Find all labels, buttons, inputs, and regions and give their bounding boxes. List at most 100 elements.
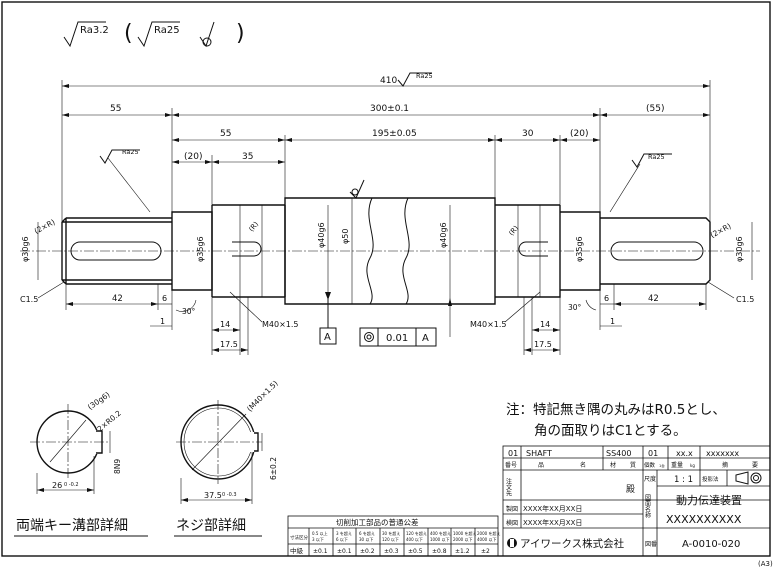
- c15-left: C1.5: [20, 295, 38, 304]
- row1-no: 01: [508, 449, 518, 458]
- hdr-qty: 個数: [644, 461, 656, 469]
- rough-left: Ra25: [122, 148, 139, 156]
- scale-label: 尺度: [644, 475, 656, 483]
- dim-left-35: 35: [242, 152, 253, 162]
- detail-thread-label: ネジ部詳細: [176, 518, 246, 534]
- row1-weight: xx.x: [676, 449, 693, 458]
- hdr-name2: 名: [580, 461, 586, 469]
- tol-range: 3 を超え: [336, 530, 352, 536]
- hdr-weight: 重量: [671, 461, 683, 469]
- tol-range: 2000 以下: [453, 537, 472, 542]
- tol-range: 400 を超え: [430, 530, 451, 536]
- dia35-right: φ35g6: [575, 236, 584, 262]
- thread-right: M40×1.5: [470, 320, 507, 329]
- tol-row1-head: 寸法区分: [290, 534, 308, 541]
- row1-remark: xxxxxxx: [706, 449, 739, 458]
- paren-close: ): [236, 21, 245, 46]
- company-name: アイワークス株式会社: [520, 537, 625, 550]
- tol-value: ±0.2: [360, 548, 375, 555]
- dim-mid: 300±0.1: [370, 104, 409, 114]
- key-sec-label: (30g6): [86, 390, 112, 412]
- dim-inner-right: 30: [522, 129, 534, 139]
- tol-value: ±0.8: [432, 548, 447, 555]
- drawn-label: 製図: [506, 505, 518, 513]
- r-right: (R): [507, 224, 520, 237]
- row1-name: SHAFT: [526, 449, 552, 458]
- client-suffix: 殿: [626, 484, 635, 495]
- thread-sec-width: 6±0.2: [269, 457, 278, 480]
- dia50: φ50: [341, 229, 350, 244]
- tol-range: 4000 以下: [477, 537, 496, 542]
- tol-range: 3 以下: [312, 537, 324, 542]
- ang-right: 30°: [568, 303, 582, 312]
- scale-value: 1 : 1: [674, 475, 693, 485]
- fourteen-right: 14: [540, 320, 550, 329]
- hdr-material2: 質: [630, 461, 636, 469]
- hdr-name: 品: [538, 462, 544, 469]
- surface-rough-main: Ra3.2: [80, 25, 109, 36]
- tol-range: 30 以下: [359, 537, 373, 542]
- six-left: 6: [162, 294, 167, 303]
- tol-value: ±0.5: [408, 548, 423, 555]
- dim-center: 195±0.05: [372, 129, 417, 139]
- thread-left: M40×1.5: [262, 320, 299, 329]
- tolerance-table: 切削加工部品の普通公差 寸法区分 中級 0.5 以上 3 以下 3 を超え 6 …: [287, 515, 500, 557]
- dim-left-ref: (20): [184, 152, 202, 162]
- tol-range: 6 を超え: [359, 530, 375, 536]
- row1-material: SS400: [606, 449, 631, 458]
- paren-open: (: [124, 21, 133, 46]
- tol-range: 120 を超え: [406, 530, 427, 536]
- thread-sec-tol: 0 -0.3: [222, 492, 237, 498]
- note-line-2: 角の面取りはC1とする。: [534, 423, 687, 439]
- tol-value: ±1.2: [455, 548, 470, 555]
- drawing-number: A-0010-020: [682, 539, 740, 550]
- drawn-date: XXXX年XX月XX日: [523, 504, 582, 513]
- tol-value: ±0.1: [313, 548, 328, 555]
- six-right: 6: [604, 294, 609, 303]
- hdr-weight-unit: kg: [690, 463, 695, 468]
- drawing-name: 動力伝達装置: [676, 493, 742, 507]
- dim-right-ref: (20): [570, 129, 588, 139]
- tol-row2-head: 中級: [290, 546, 304, 555]
- tol-value: ±0.3: [384, 548, 399, 555]
- checked-date: XXXX年XX月XX日: [523, 518, 582, 527]
- title-block: 01 SHAFT SS400 01 xx.x xxxxxxx 番号 品 名 材 …: [502, 445, 771, 557]
- thread-sec-label: (M40×1.5): [245, 379, 280, 414]
- section-thread-view: (M40×1.5) 6±0.2 37.5 0 -0.3: [176, 379, 280, 504]
- c15-right: C1.5: [736, 295, 754, 304]
- rough-overall: Ra25: [416, 72, 433, 80]
- number-label: 図番: [645, 541, 657, 548]
- dia40-right: φ40g6: [439, 222, 448, 248]
- surface-symbol-main: Ra3.2: [63, 21, 109, 48]
- one-right: 1: [610, 317, 615, 326]
- concentricity-icon: [364, 332, 374, 342]
- checked-label: 検図: [506, 519, 518, 527]
- tol-value: ±0.1: [337, 548, 352, 555]
- tol-range: 400 以下: [406, 537, 423, 542]
- hdr-no: 番号: [505, 462, 517, 469]
- dia30-left: φ30g6: [21, 236, 30, 262]
- note-line-1: 注：特記無き隅の丸みはR0.5とし、: [506, 401, 726, 418]
- d175-left: 17.5: [220, 340, 238, 349]
- company-logo-icon: [507, 538, 517, 548]
- surface-rough-sub: Ra25: [154, 25, 180, 36]
- dia35-left: φ35g6: [196, 236, 205, 262]
- hdr-qty-unit: 1台: [659, 463, 665, 468]
- tol-range: 1000 を超え: [453, 530, 476, 536]
- key42-left: 42: [112, 294, 123, 304]
- diameter-labels: φ30g6 φ35g6 φ40g6 φ50 φ40g6 φ35g6 φ30g6 …: [21, 198, 753, 304]
- key-sec-r: 2×R0.2: [96, 408, 124, 433]
- dim-overall: 410: [380, 76, 397, 86]
- key-right: (2×R): [709, 221, 733, 239]
- tol-range: 2000 を超え: [477, 530, 500, 536]
- key-sec-depth: 26: [52, 481, 62, 490]
- projection-icon: [735, 471, 762, 485]
- dia40-left: φ40g6: [317, 222, 326, 248]
- r-left: (R): [247, 220, 260, 233]
- thread-sec-depth: 37.5: [204, 491, 222, 500]
- top-dimensions: 410 Ra25 55 300±0.1 (55) 55 195±0.05 30 …: [61, 72, 711, 222]
- tol-value: ±2: [481, 548, 490, 555]
- dia30-right: φ30g6: [735, 236, 744, 262]
- detail-key-label: 両端キー溝部詳細: [16, 518, 128, 534]
- key42-right: 42: [648, 294, 659, 304]
